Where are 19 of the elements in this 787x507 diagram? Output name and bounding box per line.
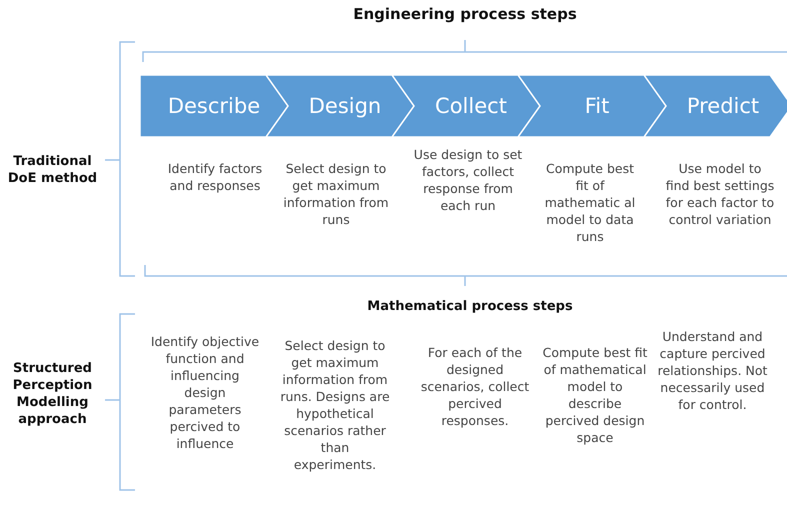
section-heading: Mathematical process steps	[366, 298, 574, 315]
step-description: For each of the designed scenarios, collect percived responses.	[420, 344, 530, 429]
row-heading: Traditional DoE method	[6, 153, 98, 187]
step-label: Design	[308, 94, 382, 118]
step-label: Fit	[584, 94, 610, 118]
step-description: Identify factors and responses	[166, 160, 264, 194]
step-description: Use design to set factors, collect response from each run	[412, 146, 524, 214]
step-description: Understand and capture percived relationships. Not necessarily used for control.	[656, 328, 768, 413]
title: Engineering process steps	[352, 6, 578, 23]
step-description: Select design to get maximum information from runs	[282, 160, 390, 228]
step-label: Predict	[686, 94, 760, 118]
step-description: Compute best fit of mathematic al model to data runs	[544, 160, 636, 245]
step-description: Use model to find best settings for each factor to control variation	[665, 160, 775, 228]
step-description: Compute best fit of mathematical model to describe percived design space	[542, 344, 648, 446]
step-description: Select design to get maximum information from runs. Designs are hypothetical scenarios rather than experiments.	[280, 337, 390, 473]
row-heading: Structured Perception Modelling approach	[12, 360, 94, 428]
step-description: Identify objective function and influencing design parameters percived to influence	[150, 333, 260, 452]
step-label: Collect	[434, 94, 507, 118]
step-label: Describe	[168, 94, 260, 118]
